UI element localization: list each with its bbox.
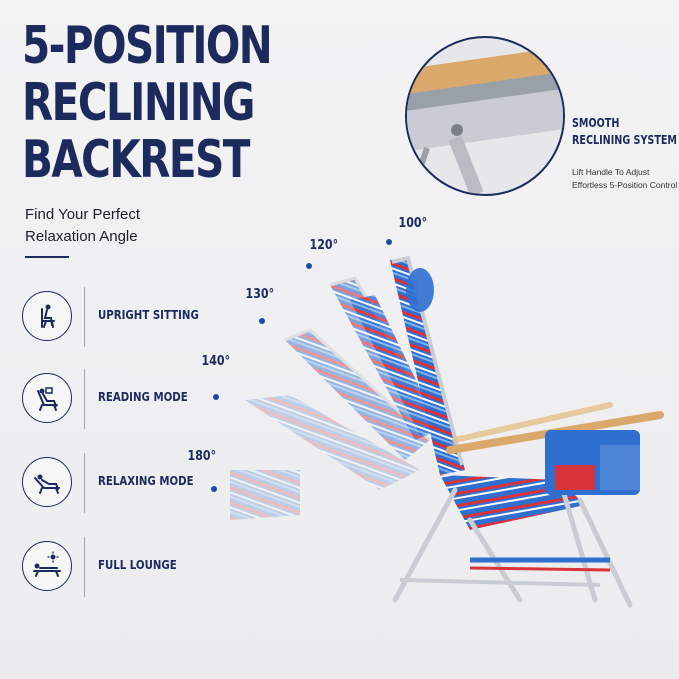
mode-reading: READING MODE — [22, 369, 192, 429]
zoom-detail-mechanism — [405, 36, 565, 196]
chair-backrest — [390, 258, 465, 475]
angle-180-marker — [211, 486, 217, 492]
headline: 5-POSITION RECLINING BACKREST — [22, 18, 282, 189]
subtitle-line-2: Relaxation Angle — [25, 228, 138, 245]
headline-line-2: RECLINING — [22, 73, 255, 133]
angle-100-marker — [386, 239, 392, 245]
mode-label: READING MODE — [98, 390, 188, 404]
mode-upright-sitting: UPRIGHT SITTING — [22, 287, 199, 347]
headline-line-3: BACKREST — [22, 130, 250, 190]
mode-divider — [84, 537, 85, 597]
feature-title-line-2: RECLINING SYSTEM — [572, 133, 677, 147]
reading-mode-icon — [22, 373, 72, 423]
full-lounge-icon — [22, 541, 72, 591]
angle-130-marker — [259, 318, 265, 324]
angle-130-label: 130° — [245, 287, 275, 302]
feature-title-line-1: SMOOTH — [572, 116, 620, 130]
ghost-backrests — [230, 395, 420, 520]
mode-divider — [84, 369, 85, 429]
upright-sitting-icon — [22, 291, 72, 341]
feature-title: SMOOTH RECLINING SYSTEM — [572, 115, 677, 149]
mode-relaxing: RELAXING MODE — [22, 453, 194, 513]
mode-divider — [84, 287, 85, 347]
angle-120-marker — [306, 263, 312, 269]
angle-140-label: 140° — [201, 354, 231, 369]
mode-full-lounge: FULL LOUNGE — [22, 537, 192, 597]
angle-100-label: 100° — [398, 216, 428, 231]
relaxing-mode-icon — [22, 457, 72, 507]
feature-desc-line-2: Effortless 5-Position Control — [572, 180, 678, 190]
mode-label: FULL LOUNGE — [98, 558, 177, 572]
angle-140-marker — [213, 394, 219, 400]
feature-description: Lift Handle To Adjust Effortless 5-Posit… — [572, 166, 677, 192]
subtitle-line-1: Find Your Perfect — [25, 206, 141, 223]
angle-180-label: 180° — [187, 449, 217, 464]
mode-divider — [84, 453, 85, 513]
mode-label: UPRIGHT SITTING — [98, 308, 199, 322]
feature-desc-line-1: Lift Handle To Adjust — [572, 167, 650, 177]
angle-120-label: 120° — [309, 238, 339, 253]
mode-label: RELAXING MODE — [98, 474, 194, 488]
subtitle: Find Your Perfect Relaxation Angle — [25, 204, 140, 248]
divider — [25, 256, 69, 258]
